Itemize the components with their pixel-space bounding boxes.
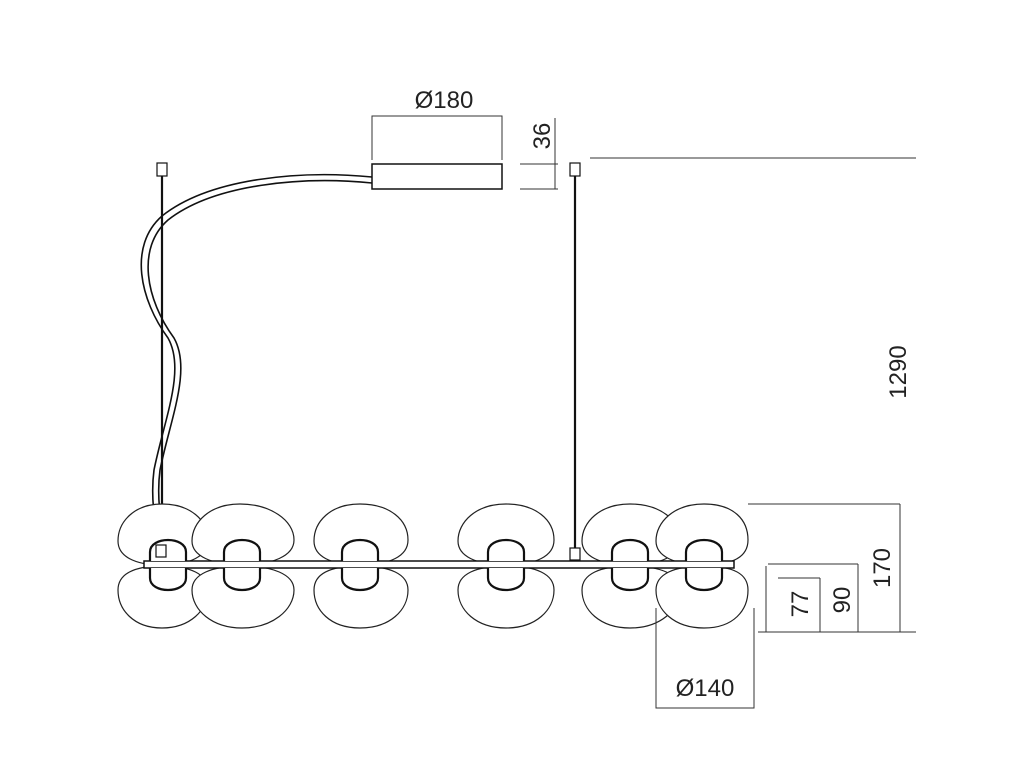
fixture-height-dimensions: 170 90 77 [748, 503, 916, 633]
lower-shades [117, 565, 749, 629]
canopy-height-label: 36 [529, 123, 556, 150]
canopy-height-dimension: 36 [520, 118, 558, 190]
right-cable-clamp [569, 547, 581, 561]
right-ceiling-anchor [569, 162, 581, 177]
ceiling-canopy [371, 163, 503, 190]
shade-diameter-dimension: Ø140 [655, 608, 755, 709]
lower-to-bar-label: 77 [787, 591, 814, 618]
shade-diameter-label: Ø140 [676, 675, 735, 702]
canopy-diameter-dimension: Ø180 [371, 87, 503, 160]
total-height-label: 1290 [885, 345, 912, 398]
support-bar [143, 560, 735, 569]
upper-shades [117, 503, 749, 566]
canopy-diameter-label: Ø180 [415, 87, 474, 114]
upper-to-bar-label: 90 [829, 587, 856, 614]
light-cores [148, 539, 724, 591]
left-cable-clamp [155, 544, 167, 558]
power-cable [140, 173, 373, 549]
fixture-height-label: 170 [869, 548, 896, 588]
left-ceiling-anchor [156, 162, 168, 177]
